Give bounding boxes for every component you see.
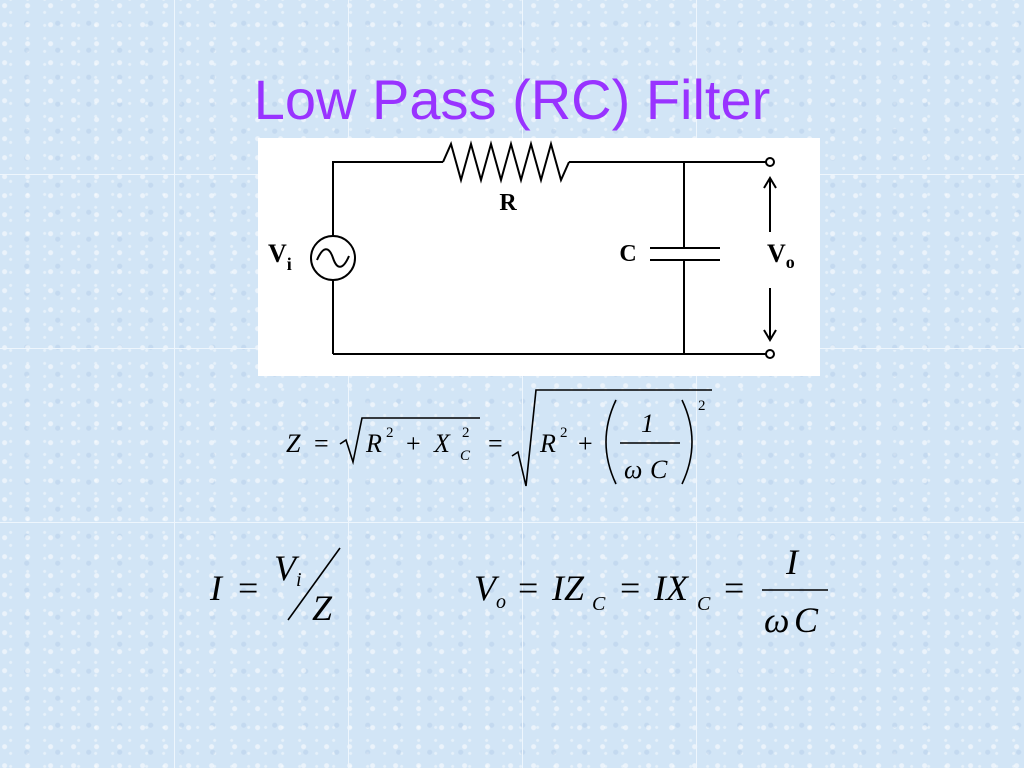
input-voltage-label: Vi	[268, 239, 292, 274]
current-equation: I = V i Z	[209, 547, 341, 628]
ac-source-sine	[316, 248, 350, 268]
circuit-svg: R C Vi Vo	[268, 140, 795, 359]
omega-symbol: ω	[624, 455, 642, 484]
slide-title: Low Pass (RC) Filter	[253, 68, 771, 131]
v-subscript: o	[496, 591, 506, 613]
sqrt-sign-2	[511, 389, 712, 487]
r-symbol: R	[539, 429, 556, 458]
sqrt-sign-1	[339, 417, 480, 466]
ix-subscript: C	[697, 593, 711, 615]
output-voltage-label: Vo	[767, 239, 795, 272]
equals-sign: =	[518, 568, 538, 608]
equals-sign: =	[620, 568, 640, 608]
output-equation: V o = IZ C = IX C = I ω C	[474, 542, 828, 640]
plus-sign: +	[578, 429, 593, 458]
plus-sign: +	[406, 429, 421, 458]
resistor-label: R	[499, 190, 517, 216]
fraction-numerator: 1	[641, 409, 654, 438]
r-exponent: 2	[560, 425, 568, 441]
ix-symbol: IX	[653, 568, 690, 608]
x-symbol: X	[433, 429, 451, 458]
circuit-wires	[310, 140, 777, 359]
equals-sign: =	[314, 429, 329, 458]
iz-symbol: IZ	[551, 568, 585, 608]
fraction-numerator: I	[785, 542, 800, 582]
output-terminal-bottom	[765, 349, 775, 359]
resistor-symbol	[442, 140, 570, 184]
r-exponent: 2	[386, 425, 394, 441]
outer-exponent: 2	[698, 398, 706, 414]
capacitor-label: C	[619, 241, 636, 267]
equals-sign: =	[488, 429, 503, 458]
i-symbol: I	[209, 568, 224, 608]
top-left-wire	[332, 161, 443, 354]
v-symbol: V	[274, 548, 300, 588]
x-subscript: C	[460, 448, 471, 464]
z-symbol: Z	[312, 588, 333, 628]
left-paren	[605, 399, 617, 485]
arrow-down-head	[763, 329, 777, 342]
arrow-up-head	[763, 176, 777, 189]
rc-circuit-diagram: R C Vi Vo	[258, 138, 820, 376]
right-paren	[681, 399, 693, 485]
equals-sign: =	[238, 568, 258, 608]
output-terminal-top	[765, 157, 775, 167]
c-symbol: C	[650, 455, 668, 484]
x-exponent: 2	[462, 425, 470, 441]
v-symbol: V	[474, 568, 500, 608]
impedance-equation: Z = R 2 + X 2 C = R 2 + 1 ω C 2	[286, 389, 712, 487]
omega-symbol: ω	[764, 600, 789, 640]
slash-bar	[287, 547, 341, 621]
iz-subscript: C	[592, 593, 606, 615]
c-symbol: C	[794, 600, 819, 640]
equals-sign: =	[724, 568, 744, 608]
v-subscript: i	[296, 569, 302, 591]
z-symbol: Z	[286, 429, 301, 458]
r-symbol: R	[365, 429, 382, 458]
